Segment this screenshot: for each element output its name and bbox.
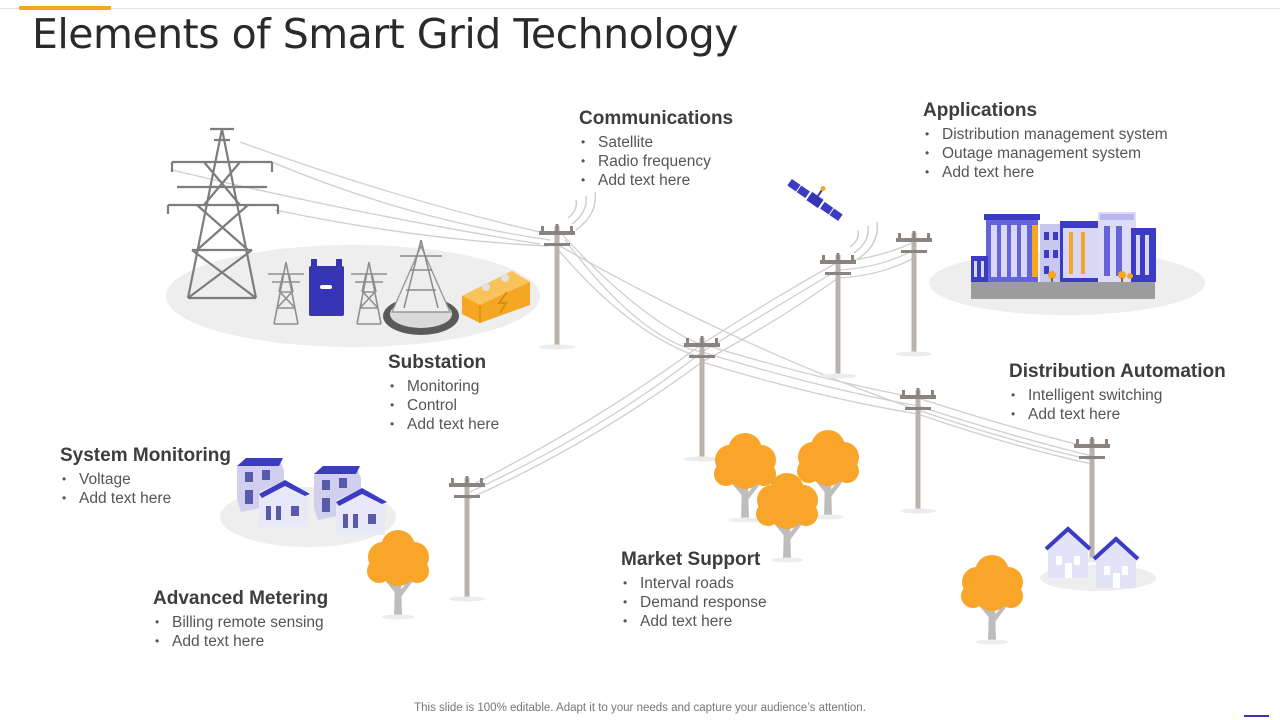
battery-icon [462,271,530,323]
top-rule [0,8,1280,9]
market-support-title: Market Support [621,549,761,570]
transmission-tower-icon [166,127,280,300]
list-item: Add text here [923,163,1168,182]
system-monitoring-title: System Monitoring [60,445,232,466]
advanced-metering-list: Billing remote sensing Add text here [153,613,328,651]
tree-icon [367,530,429,620]
footer-note: This slide is 100% editable. Adapt it to… [414,702,866,714]
advanced-metering-title: Advanced Metering [153,588,329,609]
applications-title: Applications [923,100,1038,121]
list-item: Voltage [60,470,231,489]
market-support-block: Market Support Interval roads Demand res… [621,549,767,631]
market-support-list: Interval roads Demand response Add text … [621,574,767,631]
houses-icon [1044,527,1092,580]
list-item: Add text here [1009,405,1226,424]
list-item: Add text here [60,489,231,508]
radio-wave-icon [567,191,879,260]
page-title: Elements of Smart Grid Technology [32,10,739,58]
title-accent-bar [19,6,111,10]
substation-dome-icon [383,239,459,335]
advanced-metering-block: Advanced Metering Billing remote sensing… [153,588,328,651]
list-item: Add text here [153,632,328,651]
substation-title: Substation [388,352,487,373]
list-item: Demand response [621,593,767,612]
communications-block: Communications Satellite Radio frequency… [579,108,733,190]
distribution-automation-block: Distribution Automation Intelligent swit… [1009,361,1226,424]
metering-houses-icon [237,458,387,535]
transformer-icon [309,259,344,316]
corner-mark [1244,715,1269,717]
applications-block: Applications Distribution management sys… [923,100,1168,182]
list-item: Interval roads [621,574,767,593]
list-item: Add text here [579,171,733,190]
substation-list: Monitoring Control Add text here [388,377,499,434]
system-monitoring-block: System Monitoring Voltage Add text here [60,445,231,508]
system-monitoring-list: Voltage Add text here [60,470,231,508]
communications-title: Communications [579,108,734,129]
list-item: Control [388,396,499,415]
list-item: Distribution management system [923,125,1168,144]
communications-list: Satellite Radio frequency Add text here [579,133,733,190]
satellite-icon [787,178,843,222]
list-item: Radio frequency [579,152,733,171]
list-item: Add text here [621,612,767,631]
substation-block: Substation Monitoring Control Add text h… [388,352,499,434]
applications-list: Distribution management system Outage ma… [923,125,1168,182]
city-buildings-icon [971,212,1156,299]
list-item: Outage management system [923,144,1168,163]
list-item: Satellite [579,133,733,152]
list-item: Intelligent switching [1009,386,1226,405]
list-item: Billing remote sensing [153,613,328,632]
list-item: Monitoring [388,377,499,396]
distribution-automation-list: Intelligent switching Add text here [1009,386,1226,424]
distribution-automation-title: Distribution Automation [1009,361,1226,382]
power-lines [171,141,1093,501]
list-item: Add text here [388,415,499,434]
